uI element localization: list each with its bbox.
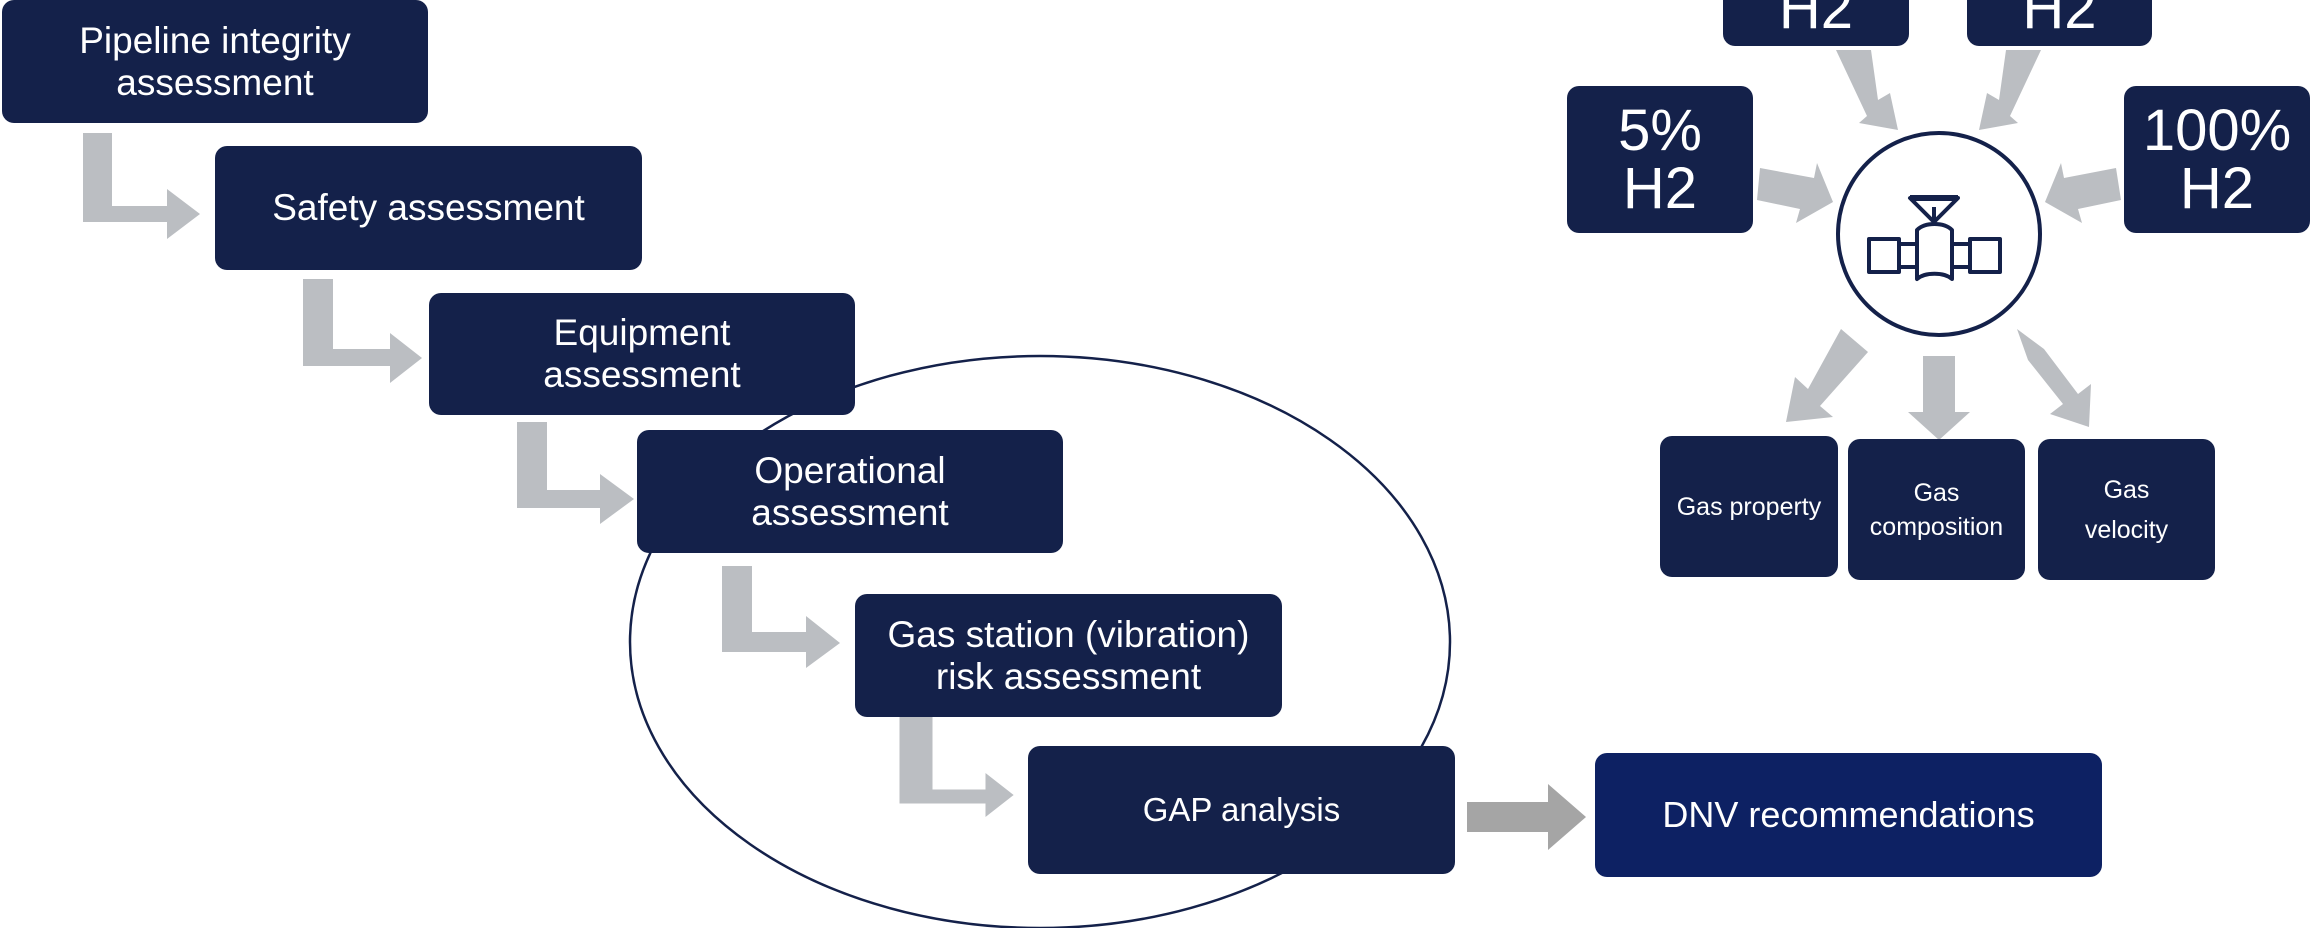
elbow-arrow-4 — [722, 566, 840, 668]
focus-ellipse — [628, 354, 1452, 928]
arrow-to-gas-velocity — [2017, 329, 2091, 427]
h2-label: H2 — [2022, 0, 2097, 41]
step-safety-assessment: Safety assessment — [215, 146, 642, 270]
step-label: Gas station (vibration) risk assessment — [887, 613, 1250, 697]
elbow-arrow-3 — [517, 422, 634, 524]
elbow-arrow-5 — [896, 712, 1019, 824]
arrow-to-recommendation — [1467, 784, 1586, 850]
arrow-top-left-h2 — [1836, 50, 1898, 130]
gas-parameter-label: Gas property — [1676, 492, 1822, 521]
step-pipeline-integrity: Pipeline integrity assessment — [2, 0, 428, 123]
step-label: GAP analysis — [1142, 791, 1341, 828]
arrow-right-h2 — [2045, 163, 2121, 223]
step-gas-station-risk: Gas station (vibration) risk assessment — [855, 594, 1282, 717]
h2-blend-top-left: H2 — [1723, 0, 1909, 46]
step-label: Pipeline integrity assessment — [79, 19, 351, 103]
arrow-left-h2 — [1757, 163, 1833, 223]
elbow-arrow-2 — [303, 279, 422, 383]
gas-composition-box: Gas composition — [1848, 439, 2025, 580]
gas-parameter-label: Gas composition — [1869, 478, 2004, 541]
step-label: Equipment assessment — [543, 312, 741, 395]
h2-label: 5% H2 — [1618, 97, 1702, 221]
gas-velocity-box: Gas velocity — [2038, 439, 2215, 580]
valve-circle — [1836, 131, 2042, 337]
h2-label: H2 — [1778, 0, 1854, 41]
step-label: Operational assessment — [751, 449, 949, 533]
arrow-to-gas-composition — [1908, 356, 1970, 440]
gas-property-box: Gas property — [1660, 436, 1838, 577]
h2-label: 100% H2 — [2142, 97, 2292, 221]
arrow-top-right-h2 — [1979, 50, 2041, 130]
gas-parameter-label: Gas velocity — [2084, 475, 2169, 544]
step-operational-assessment: Operational assessment — [637, 430, 1063, 553]
recommendation-label: DNV recommendations — [1662, 794, 2035, 835]
elbow-arrow-1 — [83, 133, 200, 239]
h2-blend-top-right: H2 — [1967, 0, 2152, 46]
step-gap-analysis: GAP analysis — [1028, 746, 1455, 874]
step-equipment-assessment: Equipment assessment — [429, 293, 855, 415]
arrow-to-gas-property — [1786, 329, 1868, 422]
dnv-recommendations-box: DNV recommendations — [1595, 753, 2102, 877]
h2-blend-5-percent: 5% H2 — [1567, 86, 1753, 233]
h2-blend-100-percent: 100% H2 — [2124, 86, 2310, 233]
step-label: Safety assessment — [272, 187, 585, 228]
valve-icon — [1867, 195, 2002, 281]
